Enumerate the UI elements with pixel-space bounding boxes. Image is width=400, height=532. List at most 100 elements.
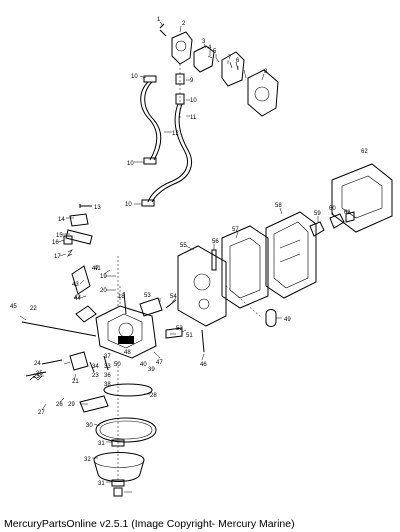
- spring-17: [67, 249, 73, 257]
- plug-49: [265, 309, 277, 327]
- callout-1: 1: [157, 17, 161, 23]
- callout-23: 23: [92, 373, 99, 379]
- carburetor-group: [21, 204, 205, 497]
- nozzle-50: [103, 355, 109, 371]
- callout-2: 2: [182, 21, 186, 27]
- callout-58: 58: [275, 203, 282, 209]
- callout-44: 44: [74, 296, 81, 302]
- callout-34: 34: [92, 364, 99, 370]
- hose-clamp-10a: [143, 75, 157, 83]
- gasket-30: [95, 417, 157, 443]
- fuel-pump-housing: [247, 69, 279, 117]
- link-52: [165, 327, 183, 339]
- callout-26: 26: [56, 402, 63, 408]
- screw-part-1: [159, 23, 167, 37]
- throttle-shaft: [21, 321, 97, 337]
- spring-25: [29, 375, 43, 381]
- washer-31a: [111, 439, 125, 447]
- callout-51: 51: [186, 333, 193, 339]
- callout-47b: 47: [156, 360, 163, 366]
- callout-52: 52: [176, 326, 183, 332]
- gasket-53: [139, 297, 163, 317]
- callout-46: 46: [200, 362, 207, 368]
- fuel-hoses: [140, 75, 192, 207]
- intake-plates: [177, 163, 393, 327]
- callout-59: 59: [314, 211, 321, 217]
- callout-11: 11: [190, 115, 197, 121]
- callout-15: 15: [56, 233, 63, 239]
- callout-33: 33: [104, 364, 111, 370]
- diaphragm-gasket: [221, 51, 245, 87]
- gasket-62: [331, 163, 393, 233]
- callout-29: 29: [68, 402, 75, 408]
- gasket-57: [221, 225, 269, 309]
- callout-54: 54: [170, 294, 177, 300]
- fuel-pump-cover: [193, 45, 215, 73]
- reed-block-58: [265, 211, 317, 299]
- washer-31b: [111, 479, 125, 487]
- callout-47a: 47: [92, 266, 99, 272]
- nozzle-33: [89, 361, 95, 373]
- callout-41: 41: [94, 266, 101, 272]
- callout-39: 39: [148, 367, 155, 373]
- callout-labels: 1 2 3 4 5 6 7 8 9 10 10 10 10 11 12 13 1…: [10, 17, 368, 487]
- drain-screw-03: [113, 487, 123, 497]
- throttle-cam: [69, 351, 89, 371]
- check-valves: [207, 55, 239, 71]
- idle-screw-24: [41, 359, 63, 365]
- reed-valve-59: [309, 221, 325, 237]
- lever-15: [65, 229, 93, 245]
- callout-55: 55: [180, 243, 187, 249]
- callout-62: 62: [361, 149, 368, 155]
- callout-32: 32: [84, 457, 91, 463]
- callout-36: 36: [104, 373, 111, 379]
- callout-53: 53: [144, 293, 151, 299]
- callout-61: 61: [344, 210, 351, 216]
- callout-40: 40: [140, 362, 147, 368]
- float-bowl-32: [93, 452, 145, 482]
- callout-9: 9: [190, 78, 194, 84]
- callout-35: 35: [36, 371, 43, 377]
- callout-60: 60: [329, 206, 336, 212]
- callout-10b: 10: [190, 98, 197, 104]
- callout-3: 3: [202, 39, 206, 45]
- callout-5: 5: [213, 49, 217, 55]
- clip-16: [63, 235, 73, 245]
- choke-linkage: [71, 265, 91, 295]
- callout-7: 7: [228, 55, 232, 61]
- hose-11: [147, 103, 188, 203]
- callout-37: 37: [104, 354, 111, 360]
- fuel-pump-body: [171, 31, 193, 65]
- callout-31b: 31: [98, 481, 105, 487]
- stud-56: [211, 249, 217, 271]
- callout-50: 50: [114, 362, 121, 368]
- callout-12: 12: [172, 131, 179, 137]
- callout-24: 24: [34, 361, 41, 367]
- fitting-9: [175, 73, 185, 85]
- screw-54: [165, 299, 177, 309]
- callout-10d: 10: [125, 202, 132, 208]
- callout-19: 19: [100, 274, 107, 280]
- callout-16: 16: [52, 240, 59, 246]
- callout-21: 21: [72, 379, 79, 385]
- callout-28: 28: [150, 393, 157, 399]
- screw-13: [79, 204, 92, 208]
- image-copyright-caption: MercuryPartsOnline v2.5.1 (Image Copyrig…: [4, 518, 295, 530]
- float-29: [79, 395, 109, 413]
- carburetor-body: [95, 305, 157, 359]
- screw-48: [201, 329, 205, 353]
- callout-38: 38: [104, 382, 111, 388]
- callout-8: 8: [264, 69, 268, 75]
- reed-stop-60: [329, 213, 345, 229]
- needle-18: [123, 291, 127, 315]
- callout-45: 45: [10, 304, 17, 310]
- bracket-14: [69, 213, 89, 227]
- callout-17: 17: [54, 254, 61, 260]
- fitting-10: [175, 93, 185, 105]
- callout-31a: 31: [98, 441, 105, 447]
- callout-18: 18: [118, 294, 125, 300]
- exploded-parts-diagram: 1 2 3 4 5 6 7 8 9 10 10 10 10 11 12 13 1…: [10, 17, 393, 497]
- hose-12: [140, 81, 158, 161]
- callout-25: 25: [33, 374, 40, 380]
- callout-27: 27: [38, 410, 45, 416]
